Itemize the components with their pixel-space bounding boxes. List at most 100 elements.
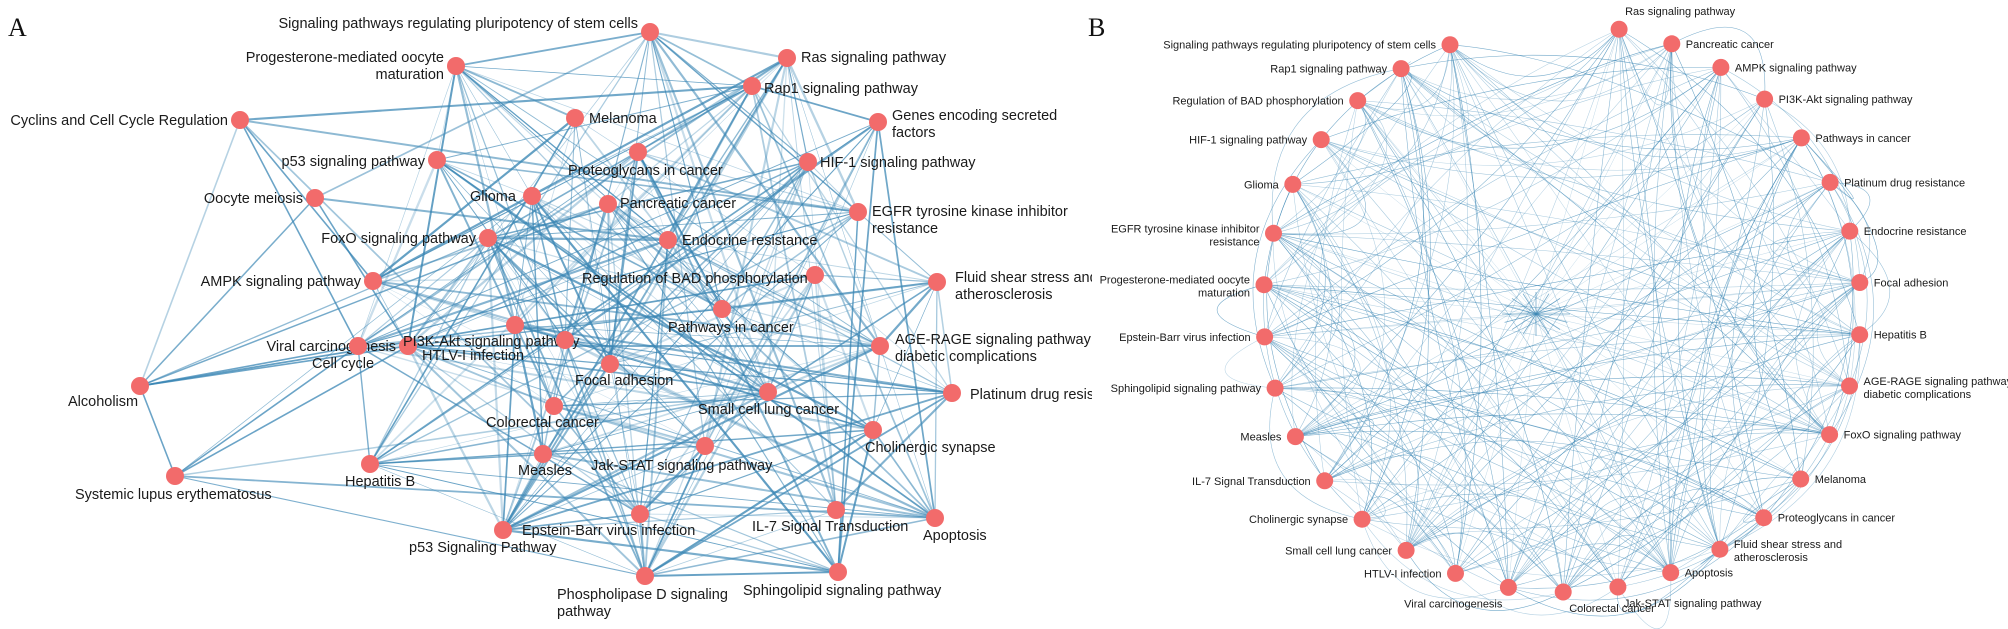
network-edge [1709,182,1831,550]
panel-a-nodes: Signaling pathways regulating pluripoten… [10,16,1092,620]
network-node [1441,36,1459,54]
network-edge [1618,29,1830,435]
network-edge [1357,100,1671,573]
network-edge [531,195,723,310]
node-label: Ras signaling pathway [1625,6,1736,18]
network-edge [1274,98,1765,389]
network-edge [814,121,879,276]
network-edge [1449,44,1482,574]
network-edge [1618,29,1860,283]
network-edge [1357,100,1466,574]
node-label: FoxO signaling pathway [1844,430,1962,442]
network-edge [1535,305,1568,315]
network-edge [369,237,489,465]
network-edge [1400,68,1802,151]
network-edge [721,161,809,310]
network-edge [667,239,938,283]
network-node [1609,578,1627,596]
network-edge [502,345,881,531]
network-edge [1617,282,1860,588]
network-edge [1292,184,1619,588]
network-node [629,143,647,161]
node-label: Oocyte meiosis [204,191,303,207]
network-edge [357,345,641,515]
network-edge [1535,313,1801,480]
network-edge [314,196,669,242]
network-edge [637,151,769,393]
node-label: HIF-1 signaling pathway [820,155,976,171]
network-edge [1449,44,1831,183]
network-node [636,567,654,585]
network-edge [1535,313,1671,573]
network-edge [139,345,359,387]
network-edge [1295,230,1850,437]
network-edge [369,117,576,465]
network-edge [1508,98,1765,588]
network-edge [1535,313,1619,588]
network-edge [1263,284,1850,387]
network-edge [553,404,706,448]
network-edge [1522,293,1537,315]
network-edge [1269,388,1363,520]
network-edge [1273,233,1860,283]
network-edge [407,345,874,431]
network-edge [1508,385,1850,588]
network-edge [372,85,753,282]
network-edge [835,392,953,511]
network-node [1821,173,1839,191]
network-edge [1273,233,1764,518]
network-edge [1449,44,1802,159]
network-edge [1719,99,1775,550]
network-edge [1668,428,1830,573]
panel-a-letter: A [8,13,27,42]
network-edge [1508,43,1673,588]
network-edge [1252,139,1322,389]
node-label: p53 Signaling Pathway [409,540,557,556]
network-edge [1743,478,1801,523]
network-edge [1361,493,1671,573]
network-edge [513,324,545,455]
network-edge [239,119,359,347]
network-edge [1264,44,1451,338]
network-edge [934,281,938,519]
network-edge [139,237,489,387]
network-edge [649,31,837,511]
network-edge [1274,387,1720,550]
network-edge [407,345,504,531]
network-edge [139,197,316,387]
network-edge [667,239,723,310]
network-edge [314,197,409,347]
network-edge [502,211,859,531]
network-edge [1264,336,1564,593]
network-edge [1763,231,1854,518]
network-edge [1292,184,1333,437]
network-edge [502,445,706,531]
network-node [1792,129,1810,147]
node-label: Viral carcinogenesis [1404,598,1503,610]
network-edge [1263,284,1356,437]
node-label: Sphingolipid signaling pathway [743,583,942,599]
network-edge [407,345,769,393]
network-edge [1617,29,1625,588]
network-edge [607,151,639,205]
network-edge [542,453,839,573]
network-edge [1324,455,1462,574]
network-edge [1321,139,1850,387]
node-label: HIF-1 signaling pathway [1189,135,1308,147]
network-edge [1671,26,1766,100]
node-label: Platinum drug resistance [1844,177,1965,189]
network-edge [644,121,879,577]
network-node [869,113,887,131]
network-edge [1618,28,1850,387]
network-edge [649,31,881,347]
network-edge [1324,68,1424,481]
node-label: Systemic lupus erythematosus [75,487,272,503]
network-edge [1273,233,1564,593]
network-edge [1618,29,1721,550]
network-edge [1264,336,1764,518]
network-edge [1400,43,1672,100]
network-node [556,331,574,349]
network-edge [649,31,753,87]
network-edge [564,339,936,519]
